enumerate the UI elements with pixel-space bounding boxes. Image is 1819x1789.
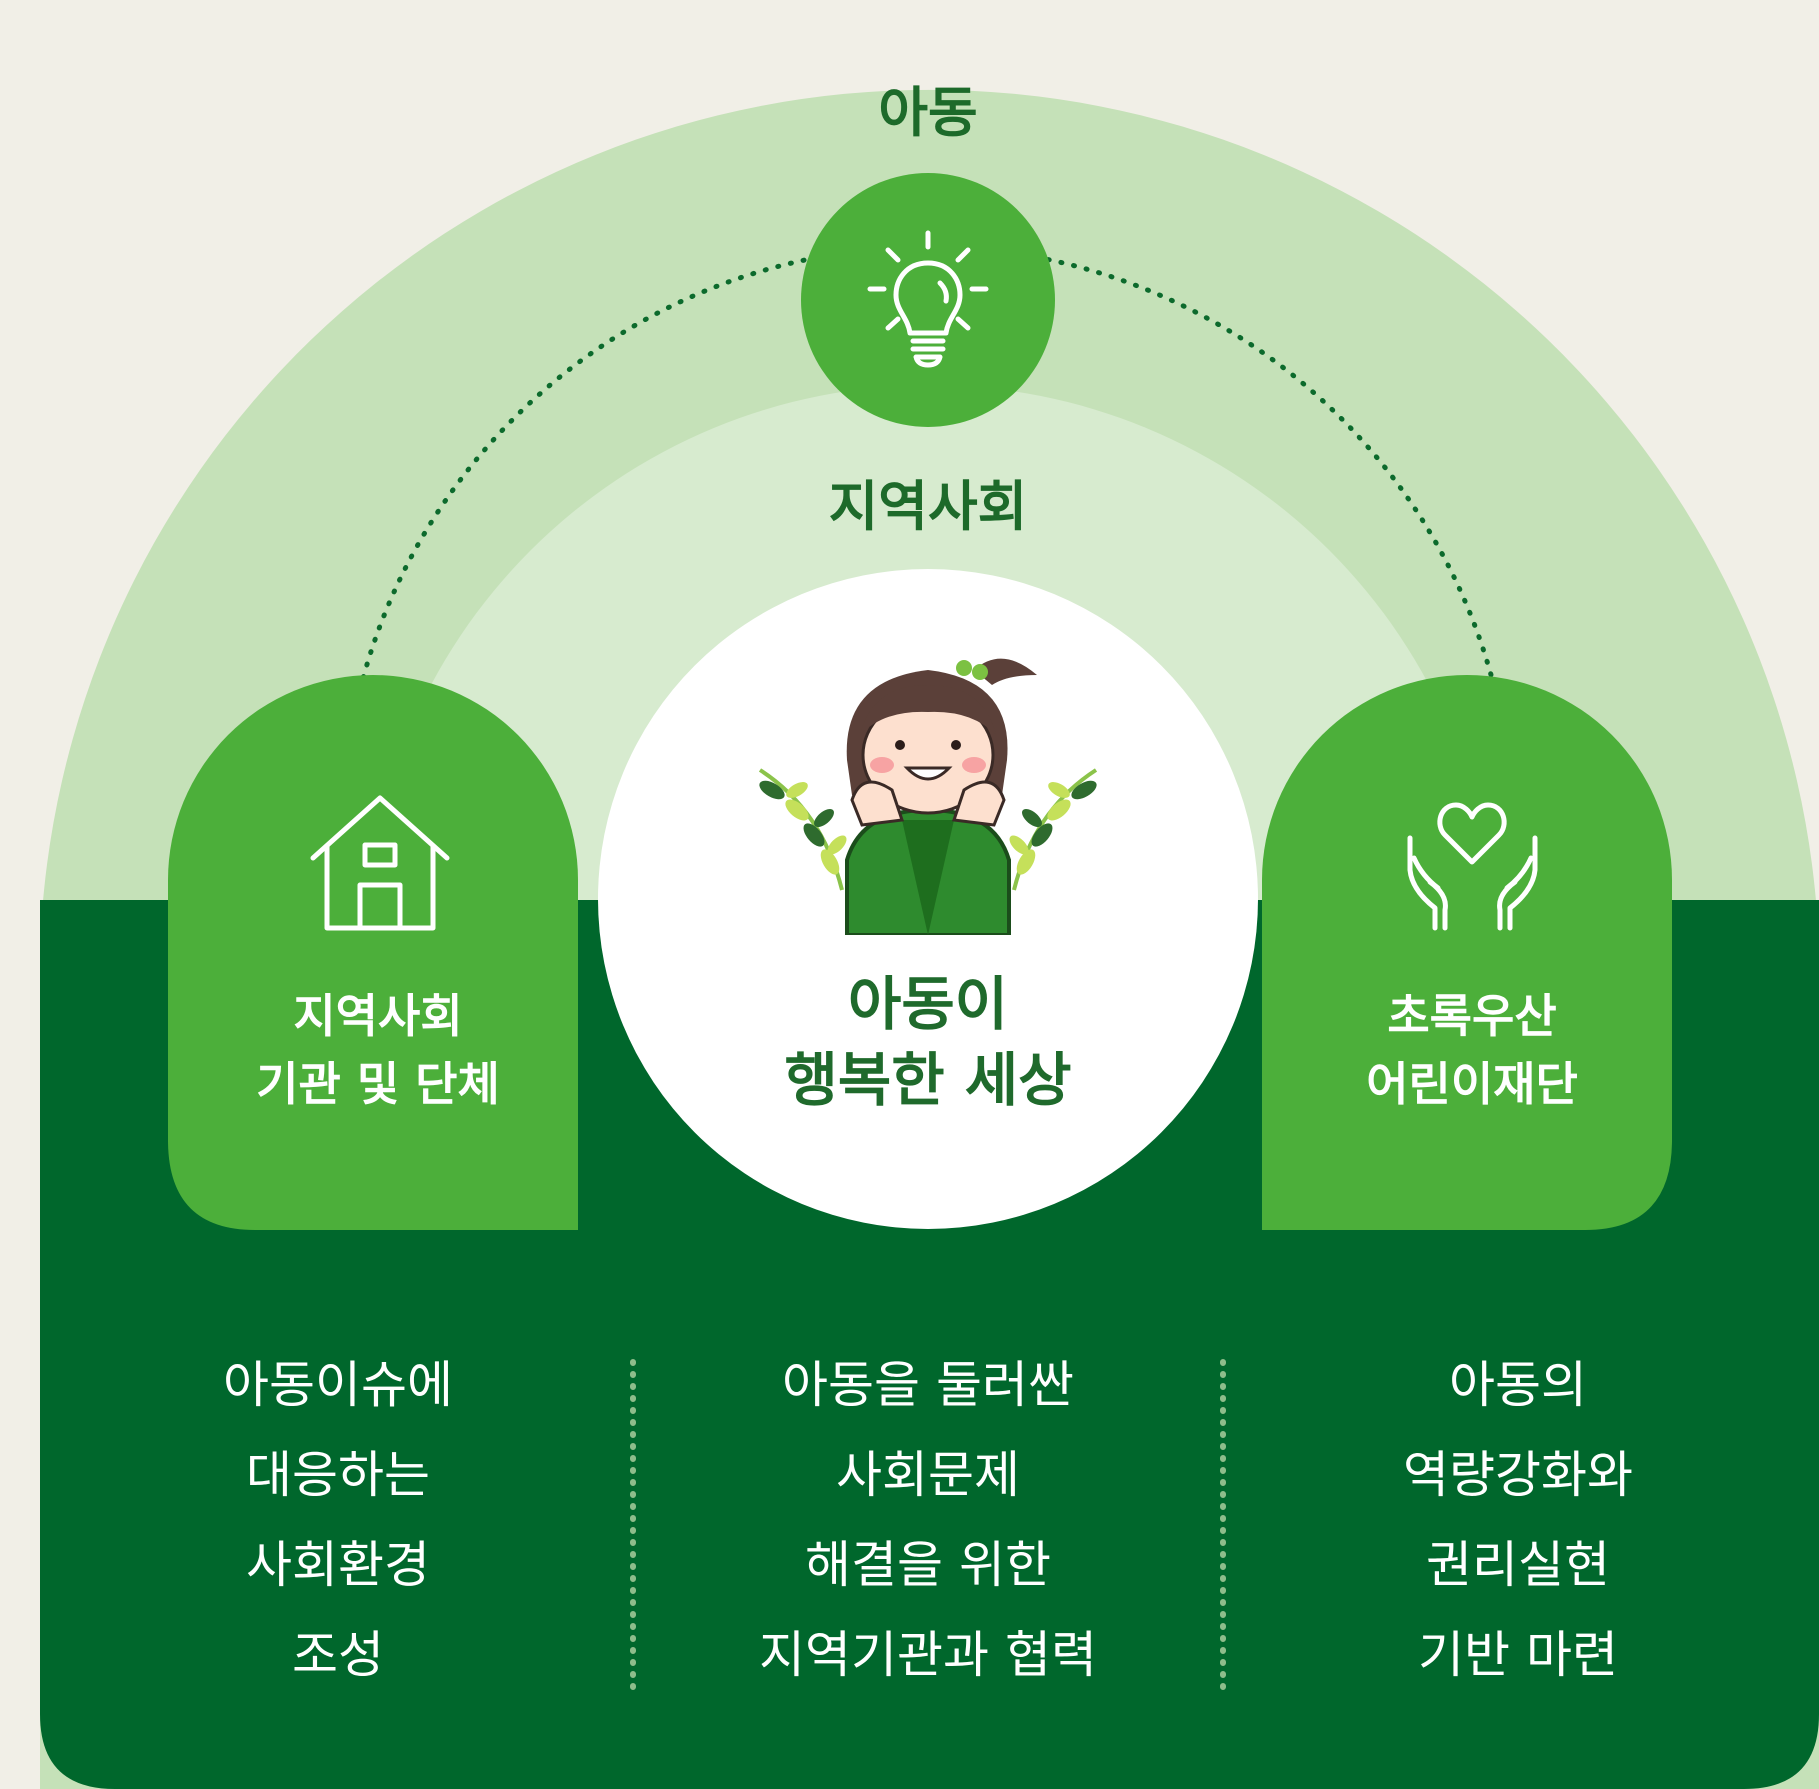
column-center: 아동을 둘러싼 사회문제 해결을 위한 지역기관과 협력 <box>678 1340 1178 1700</box>
column-right-line: 권리실현 <box>1426 1536 1610 1594</box>
column-right-line: 역량강화와 <box>1403 1446 1633 1504</box>
column-left-line: 아동이슈에 <box>223 1356 453 1414</box>
leaves-left <box>758 768 847 891</box>
column-center-line: 지역기관과 협력 <box>759 1626 1097 1684</box>
lightbulb-icon <box>867 230 989 368</box>
column-right-line: 기반 마련 <box>1418 1626 1618 1684</box>
column-left-line: 대응하는 <box>246 1446 430 1504</box>
column-right-line: 아동의 <box>1449 1356 1587 1414</box>
column-center-line: 해결을 위한 <box>805 1536 1051 1594</box>
right-node-line2: 어린이재단 <box>1366 1057 1578 1111</box>
column-center-line: 아동을 둘러싼 <box>782 1356 1074 1414</box>
house-icon <box>310 795 450 931</box>
left-node-shape <box>168 675 578 1230</box>
child-illustration <box>758 658 1098 935</box>
leaves-right <box>1009 768 1098 891</box>
center-title: 아동이 행복한 세상 <box>678 966 1178 1118</box>
column-left-line: 사회환경 <box>246 1536 430 1594</box>
left-node-label: 지역사회 기관 및 단체 <box>168 982 588 1118</box>
right-node-shape <box>1262 675 1672 1230</box>
top-node-circle <box>801 173 1055 427</box>
outer-ring-label: 아동 <box>878 81 978 144</box>
column-right: 아동의 역량강화와 권리실현 기반 마련 <box>1268 1340 1768 1700</box>
column-left: 아동이슈에 대응하는 사회환경 조성 <box>88 1340 588 1700</box>
column-center-line: 사회문제 <box>836 1446 1020 1504</box>
center-title-line1: 아동이 <box>847 970 1009 1038</box>
dotted-arc <box>357 244 1498 693</box>
column-left-line: 조성 <box>292 1626 384 1684</box>
center-title-line2: 행복한 세상 <box>784 1046 1072 1114</box>
right-node-label: 초록우산 어린이재단 <box>1262 982 1682 1118</box>
right-node-line1: 초록우산 <box>1387 989 1557 1043</box>
middle-ring-label: 지역사회 <box>828 475 1028 538</box>
left-node-line2: 기관 및 단체 <box>256 1057 500 1111</box>
left-node-line1: 지역사회 <box>293 989 463 1043</box>
heart-hands-icon <box>1407 802 1538 931</box>
